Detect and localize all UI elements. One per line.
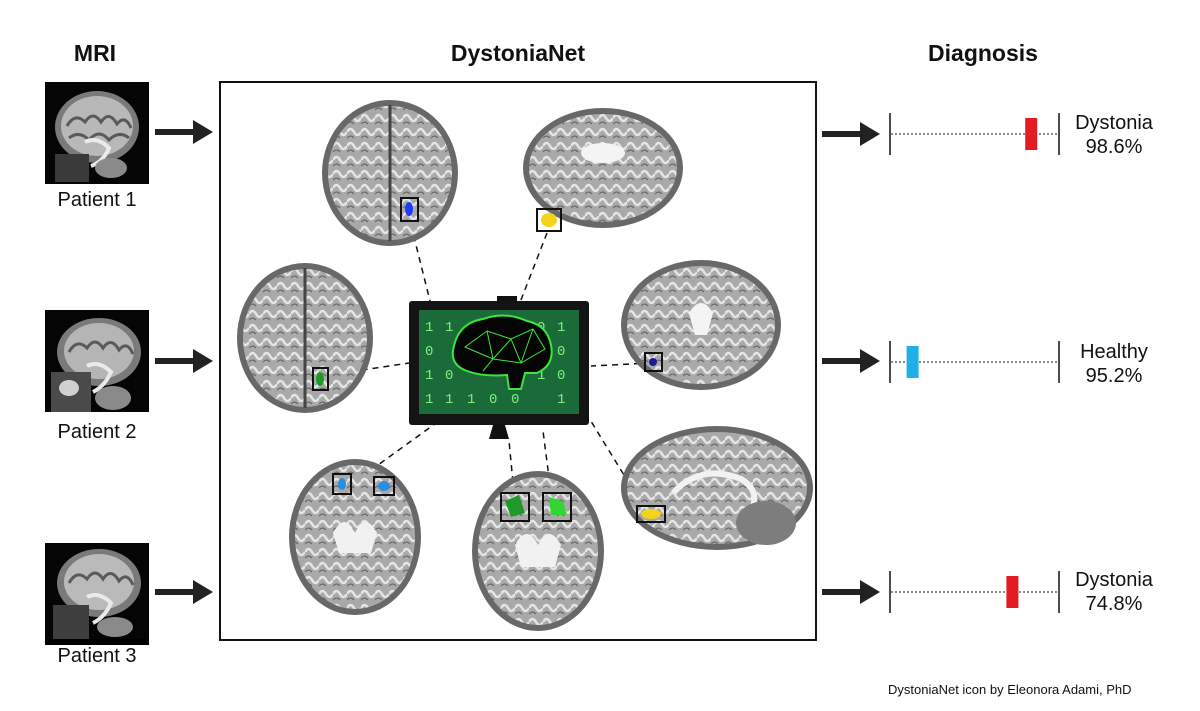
svg-text:1: 1 [445, 320, 453, 336]
svg-text:0: 0 [557, 368, 565, 384]
diagnosis-result-1: Dystonia 98.6% [1059, 111, 1169, 159]
axial-brain-slice-1 [322, 100, 458, 246]
diagnosis-percent-3: 74.8% [1085, 593, 1143, 615]
blue-region-marker [405, 202, 413, 216]
axial-brain-slice-3 [289, 459, 421, 615]
diagnosis-percent-2: 95.2% [1085, 365, 1143, 387]
svg-text:0: 0 [511, 392, 519, 408]
dystonianet-screen-icon: 1 1 0 1 0 0 1 0 1 0 1 1 1 0 0 1 [409, 296, 589, 439]
svg-text:0: 0 [425, 344, 433, 360]
svg-text:1: 1 [537, 368, 545, 384]
diagnosis-result-2: Healthy 95.2% [1059, 340, 1169, 388]
yellow-region-marker-2 [641, 509, 661, 519]
patient-1-mri-image [45, 82, 149, 184]
navy-region-marker [649, 358, 657, 366]
output-arrow-3 [822, 580, 880, 604]
diagnosis-percent-1: 98.6% [1085, 136, 1143, 158]
svg-text:1: 1 [467, 392, 475, 408]
green-region-marker [316, 372, 324, 386]
yellow-region-marker [541, 213, 557, 227]
svg-text:0: 0 [557, 344, 565, 360]
svg-text:1: 1 [557, 392, 565, 408]
output-arrow-2 [822, 349, 880, 373]
patient-2-label: Patient 2 [57, 421, 137, 443]
input-arrow-2 [155, 349, 213, 373]
patient-3-mri-image [45, 543, 149, 645]
output-arrow-1 [822, 122, 880, 146]
diagnosis-label-2: Healthy [1080, 341, 1148, 363]
axial-brain-slice-4 [472, 471, 604, 631]
diagnosis-scale-1 [889, 111, 1061, 157]
diagnosis-label-3: Dystonia [1075, 569, 1153, 591]
dystonianet-panel: 1 1 0 1 0 0 1 0 1 0 1 1 1 0 0 1 [219, 81, 817, 641]
svg-text:0: 0 [445, 368, 453, 384]
patient-2-mri-image [45, 310, 149, 412]
diagnosis-result-3: Dystonia 74.8% [1059, 568, 1169, 616]
sagittal-brain-slice [621, 426, 813, 550]
coronal-brain-slice-1 [523, 108, 683, 232]
coronal-brain-slice-2 [621, 260, 781, 390]
patient-3-label: Patient 3 [57, 645, 137, 667]
diagnosis-scale-3 [889, 569, 1061, 615]
svg-text:1: 1 [425, 368, 433, 384]
input-arrow-3 [155, 580, 213, 604]
dystonianet-column-header: DystoniaNet [450, 40, 586, 66]
dystonianet-illustration: 1 1 0 1 0 0 1 0 1 0 1 1 1 0 0 1 [237, 100, 813, 631]
input-arrow-1 [155, 120, 213, 144]
diagnosis-column-header: Diagnosis [928, 40, 1038, 66]
icon-credit: DystoniaNet icon by Eleonora Adami, PhD [888, 682, 1132, 697]
diagnosis-marker-1 [1025, 118, 1038, 150]
diagnosis-marker-3 [1006, 576, 1019, 608]
diagnosis-label-1: Dystonia [1075, 112, 1153, 134]
diagnosis-marker-2 [906, 346, 919, 378]
svg-text:1: 1 [557, 320, 565, 336]
lightgreen-region-marker [549, 497, 567, 515]
patient-1-label: Patient 1 [57, 189, 137, 211]
diagnosis-scale-2 [889, 339, 1061, 385]
svg-text:0: 0 [489, 392, 497, 408]
green-region-marker-2 [505, 495, 525, 517]
lightblue-region-marker-2 [378, 481, 390, 491]
svg-text:1: 1 [425, 320, 433, 336]
axial-brain-slice-2 [237, 263, 373, 413]
lightblue-region-marker [338, 478, 346, 490]
svg-text:1: 1 [445, 392, 453, 408]
svg-text:1: 1 [425, 392, 433, 408]
mri-column-header: MRI [73, 40, 117, 66]
